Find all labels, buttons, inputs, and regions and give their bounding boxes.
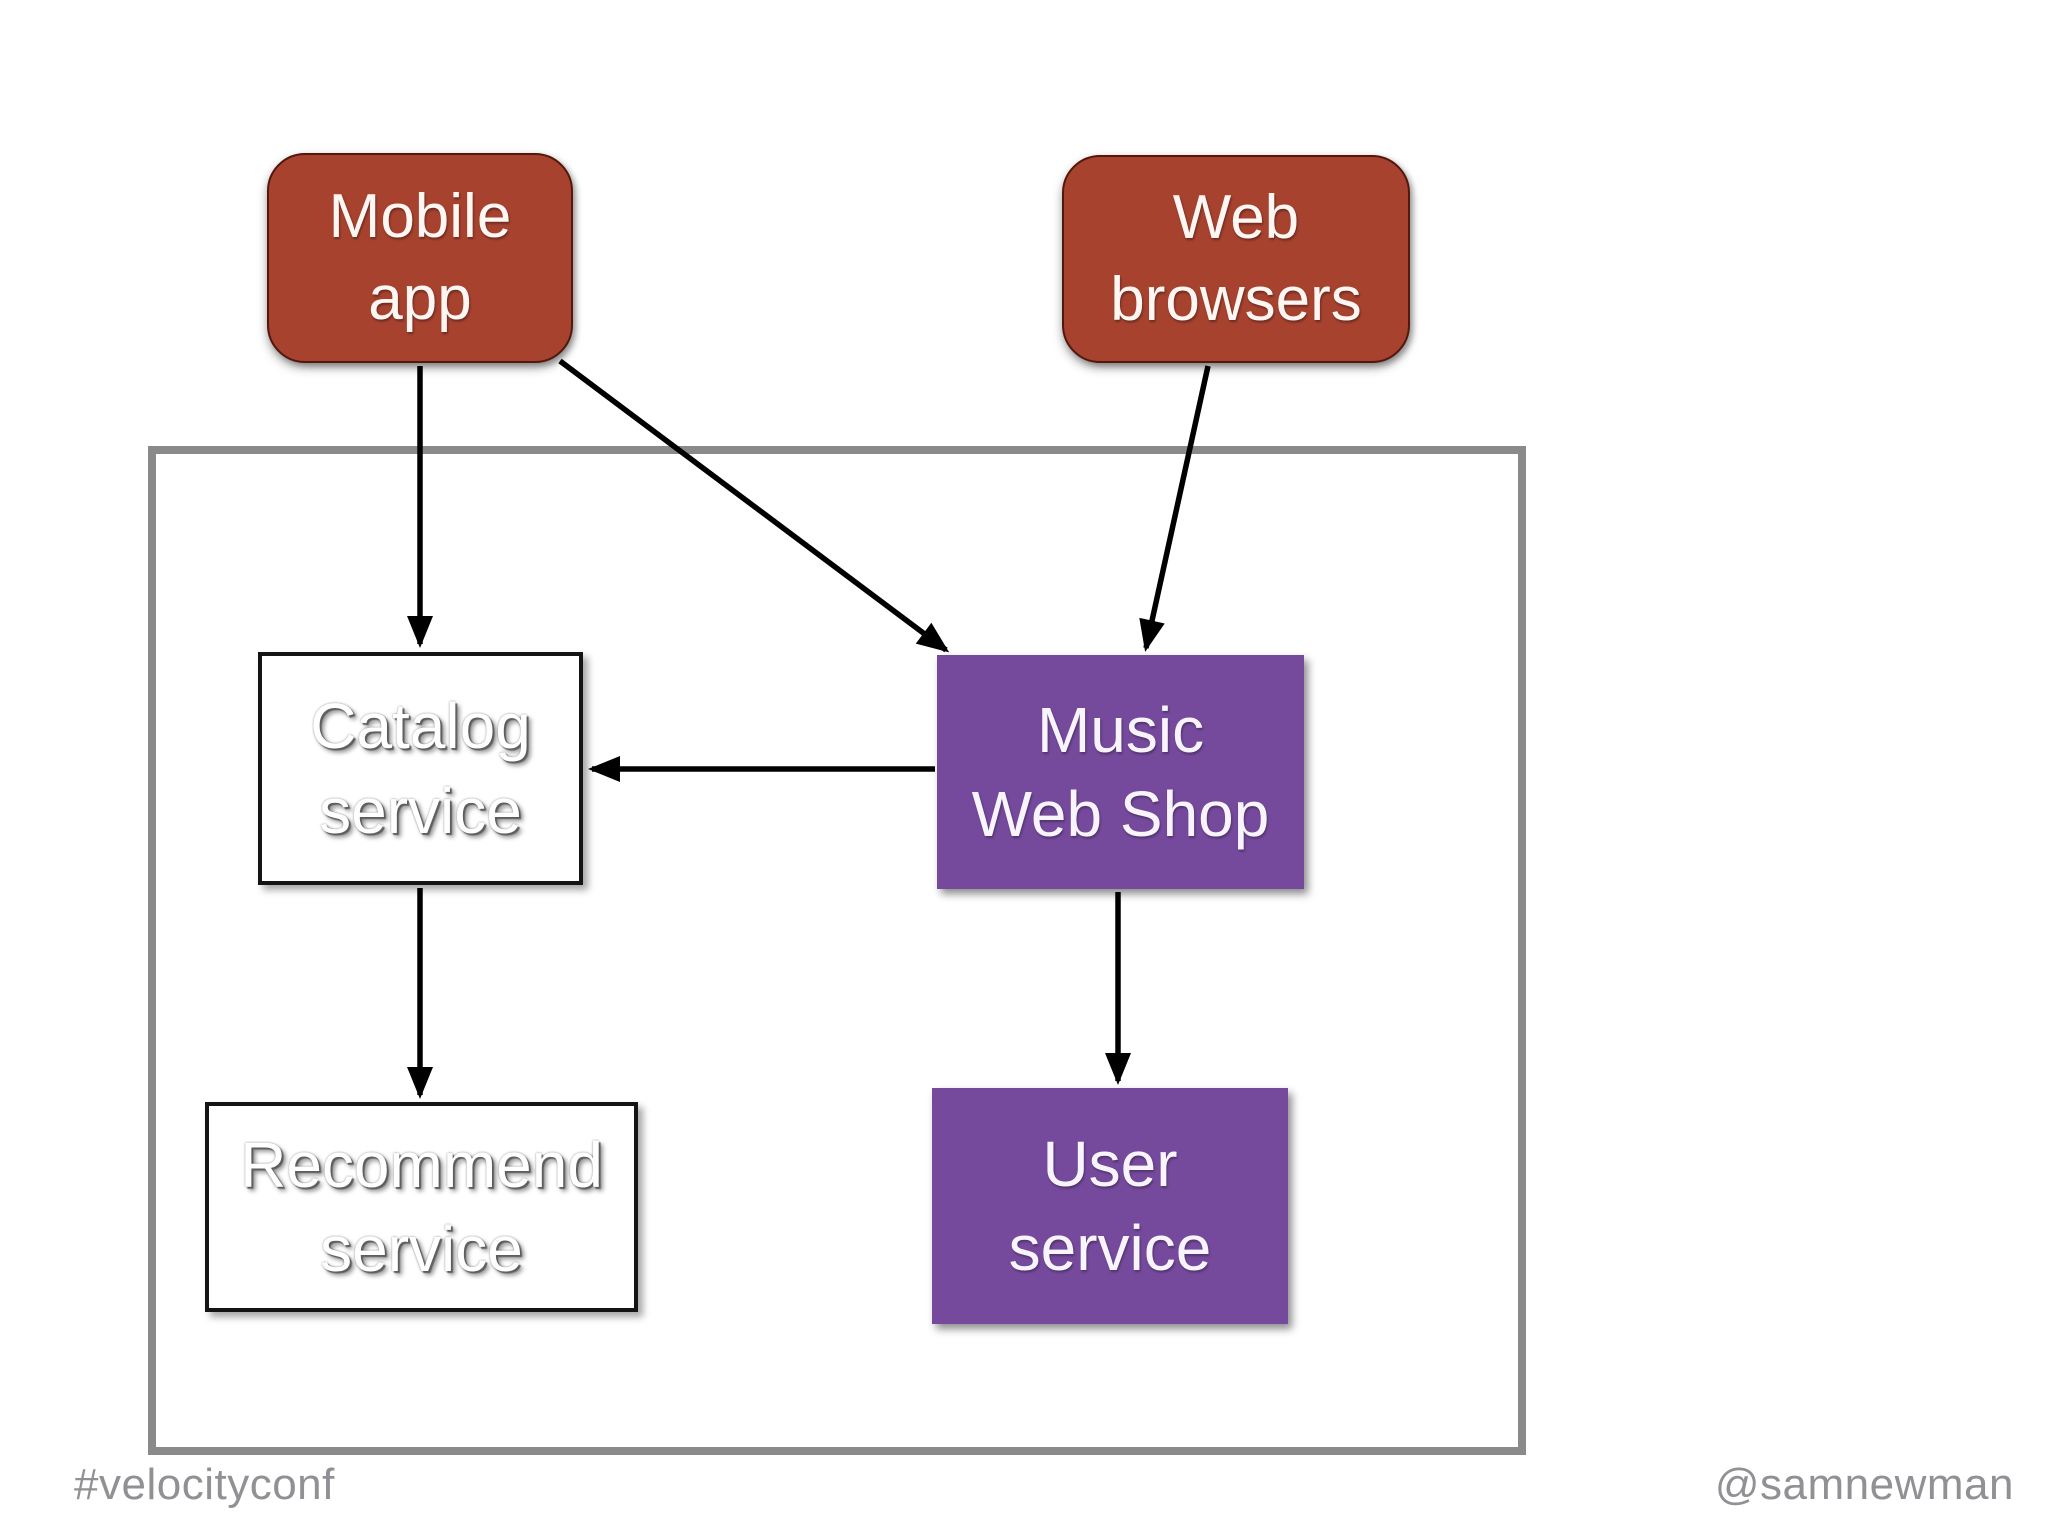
node-user-service-label: User service — [1008, 1127, 1212, 1284]
node-catalog-service: Catalog service — [258, 652, 583, 885]
arrow-web-browsers-to-music-web-shop — [1139, 365, 1211, 652]
node-recommend-service-label: Recommend service — [240, 1128, 603, 1285]
node-mobile-app: Mobile app — [267, 153, 573, 363]
node-web-browsers-label: Web browsers — [1110, 183, 1362, 334]
node-mobile-app-label: Mobile app — [328, 182, 512, 333]
node-user-service: User service — [932, 1088, 1288, 1324]
node-music-web-shop: Music Web Shop — [937, 655, 1304, 889]
node-recommend-service: Recommend service — [205, 1102, 638, 1312]
arrow-mobile-app-to-music-web-shop — [558, 358, 950, 653]
node-music-web-shop-label: Music Web Shop — [971, 693, 1270, 850]
footer-twitter-handle: @samnewman — [1714, 1460, 2014, 1509]
node-catalog-service-label: Catalog service — [310, 690, 531, 847]
node-web-browsers: Web browsers — [1062, 155, 1410, 363]
system-boundary-box — [148, 446, 1526, 1455]
footer-hashtag: #velocityconf — [74, 1460, 335, 1509]
